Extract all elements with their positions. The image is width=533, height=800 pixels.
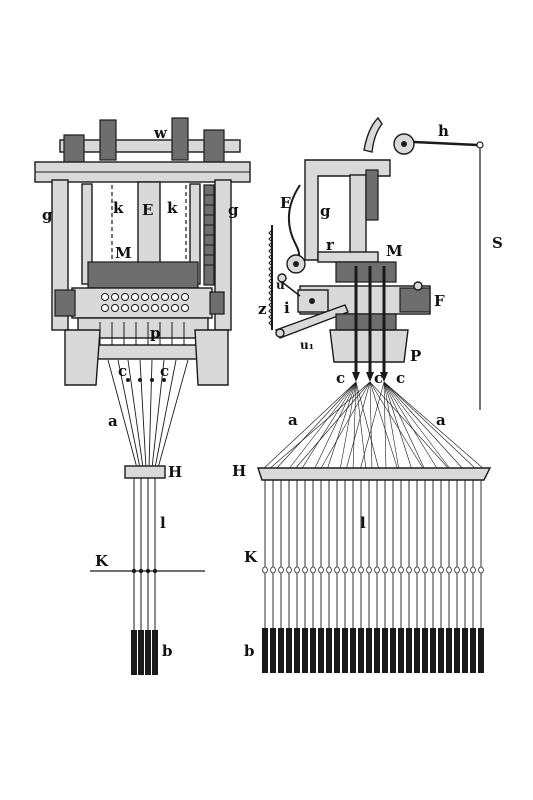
- label-p: p: [150, 324, 161, 342]
- label-c-left-1: c: [118, 362, 127, 380]
- label-K-right: K: [244, 548, 258, 566]
- right-cords-a: [261, 381, 486, 471]
- left-cords-a: [107, 359, 189, 469]
- label-H-right: H: [232, 462, 246, 480]
- label-g-right: g: [228, 201, 239, 219]
- ratchet-column: [203, 184, 215, 286]
- label-w: w: [153, 124, 168, 142]
- label-E-left: E: [142, 201, 153, 219]
- right-figure: h S E g r M u z i F u₁ P c c c a a H l K…: [232, 116, 503, 673]
- comber-board-left: [124, 465, 166, 479]
- right-weights-b: [262, 628, 484, 673]
- label-h: h: [438, 122, 449, 140]
- rack-left: [268, 225, 273, 330]
- label-c-left-2: c: [160, 362, 169, 380]
- label-a-right-1: a: [288, 411, 298, 429]
- right-harness-l: [264, 480, 482, 628]
- label-u: u: [276, 278, 285, 292]
- bearing-left: [63, 134, 85, 166]
- label-M-right: M: [386, 242, 403, 260]
- label-z: z: [258, 300, 267, 318]
- gear-right: [203, 129, 225, 165]
- label-k-left: k: [113, 199, 124, 217]
- label-a-right-2: a: [436, 411, 446, 429]
- foot-left: [64, 329, 101, 386]
- label-l-right: l: [360, 514, 366, 532]
- griffe-block: [87, 261, 199, 289]
- label-F: F: [434, 292, 445, 310]
- label-c-right-1: c: [336, 369, 345, 387]
- label-u1: u₁: [300, 338, 314, 352]
- label-b-right: b: [244, 642, 255, 660]
- comber-board-right: [257, 467, 492, 481]
- lever-arm-h: [413, 140, 479, 147]
- label-g-left: g: [42, 206, 53, 224]
- griffe-M: [335, 261, 397, 283]
- label-l-left: l: [160, 514, 166, 532]
- label-b-left: b: [162, 642, 173, 660]
- label-K-left: K: [95, 552, 109, 570]
- label-r: r: [326, 236, 335, 254]
- left-figure: w g g k k E M p c c a H l K b: [34, 117, 251, 675]
- upright-frame: [304, 159, 391, 261]
- label-g-right-fig: g: [320, 202, 331, 220]
- side-hub-left: [54, 289, 76, 317]
- label-E-right: E: [280, 194, 291, 212]
- gear-left: [99, 119, 117, 161]
- foot-right: [194, 329, 229, 386]
- needle-box: [71, 287, 213, 319]
- label-a-left: a: [108, 412, 118, 430]
- bar-p: [77, 317, 209, 339]
- label-S: S: [492, 234, 503, 252]
- left-harness-l: [133, 478, 156, 630]
- curved-lever: [363, 116, 383, 153]
- left-weights-b: [131, 630, 158, 675]
- label-H-left: H: [168, 463, 182, 481]
- label-M-left: M: [115, 244, 132, 262]
- label-c-right-3: c: [396, 369, 405, 387]
- gear-center: [171, 117, 189, 161]
- needle-holes: [101, 293, 189, 312]
- label-k-right: k: [167, 199, 178, 217]
- label-i: i: [284, 299, 290, 317]
- label-P: P: [410, 347, 421, 365]
- right-mail-eyes-K: [262, 566, 484, 574]
- label-c-right-2: c: [374, 369, 383, 387]
- block-F: [399, 287, 431, 313]
